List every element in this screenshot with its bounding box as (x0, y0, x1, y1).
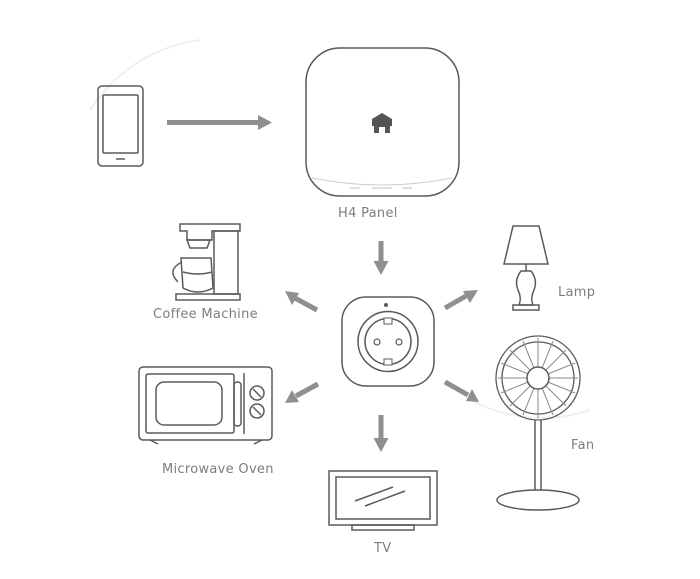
arrow-panel-to-plug (373, 241, 389, 275)
watermark (89, 39, 591, 419)
arrow-plug-to-tv (373, 415, 389, 452)
label-tv: TV (374, 541, 392, 556)
smart-plug-icon (341, 296, 435, 387)
arrow-plug-to-microwave (285, 381, 320, 403)
arrow-phone-to-panel (167, 115, 272, 130)
smartphone-icon (97, 85, 144, 167)
arrow-plug-to-coffee (285, 291, 319, 313)
arrow-plug-to-fan (443, 379, 479, 402)
coffee-machine-icon (172, 223, 241, 301)
label-microwave-oven: Microwave Oven (162, 462, 274, 477)
label-lamp: Lamp (558, 285, 596, 300)
hub-panel-icon (305, 47, 460, 197)
arrow-plug-to-lamp (443, 290, 478, 311)
table-lamp-icon (503, 225, 549, 311)
house-logo-icon (372, 113, 392, 133)
tv-icon (328, 470, 438, 531)
label-fan: Fan (571, 438, 595, 453)
label-coffee-machine: Coffee Machine (153, 307, 258, 322)
standing-fan-icon (495, 335, 581, 511)
label-h4-panel: H4 Panel (338, 206, 398, 221)
microwave-icon (138, 366, 273, 445)
